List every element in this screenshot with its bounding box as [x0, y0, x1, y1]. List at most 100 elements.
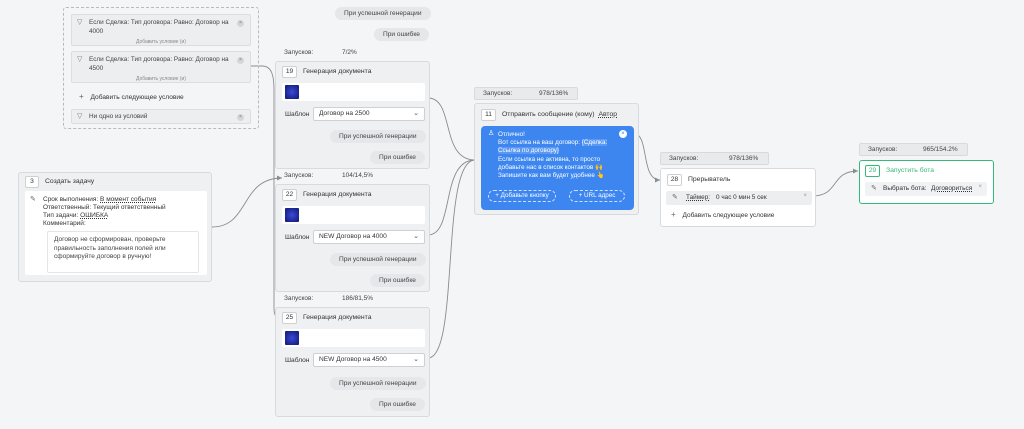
- doc-generation-card[interactable]: 19 Генерация документа Шаблон Договор на…: [275, 61, 430, 169]
- step-number: 28: [667, 174, 682, 186]
- on-error-button[interactable]: При ошибке: [370, 398, 425, 411]
- send-message-card[interactable]: 11 Отправить сообщение (кому) Автор ♙ От…: [474, 103, 639, 215]
- runs-label: Запусков:: [284, 172, 314, 179]
- add-next-condition-button[interactable]: + Добавить следующее условие: [79, 92, 184, 101]
- condition-none[interactable]: ▽ Ни одно из условий ×: [71, 109, 251, 124]
- deadline-value[interactable]: В момент события: [100, 196, 157, 203]
- runs-label: Запусков:: [284, 295, 314, 302]
- condition-item[interactable]: ▽ Если Сделка: Тип договора: Равно: Дого…: [71, 51, 251, 83]
- card-title: Генерация документа: [303, 314, 372, 321]
- step-number: 22: [282, 189, 297, 201]
- add-button-button[interactable]: + Добавьте кнопку: [488, 190, 556, 202]
- comment-textarea[interactable]: Договор не сформирован, проверьте правил…: [47, 231, 199, 273]
- step-number: 11: [481, 109, 496, 121]
- close-icon[interactable]: ×: [978, 184, 982, 190]
- timer-label: Таймер:: [686, 194, 711, 201]
- pencil-icon[interactable]: ✎: [871, 185, 877, 192]
- message-line: Запишите как вам будет удобнее 👆: [498, 172, 605, 180]
- runs-counter: Запусков: 978/136%: [660, 152, 769, 165]
- message-bubble[interactable]: ♙ Отлично! Вот ссылка на ваш договор: {С…: [481, 126, 634, 210]
- add-and-condition-link[interactable]: Добавить условие (и): [136, 76, 186, 82]
- filter-icon: ▽: [77, 19, 83, 26]
- doc-generation-card[interactable]: 22 Генерация документа Шаблон NEW Догово…: [275, 184, 430, 292]
- launch-bot-card[interactable]: 29 Запустить бота ✎ Выбрать бота: Догово…: [859, 160, 994, 204]
- on-success-button[interactable]: При успешной генерации: [330, 377, 426, 390]
- add-next-condition-label: Добавить следующее условие: [682, 212, 775, 219]
- template-select[interactable]: NEW Договор на 4500 ⌄: [313, 353, 425, 367]
- message-line: Вот ссылка на ваш договор:: [498, 139, 581, 147]
- condition-text: Если Сделка: Тип договора: Равно: Догово…: [89, 56, 229, 72]
- add-and-condition-link[interactable]: Добавить условие (и): [136, 39, 186, 45]
- document-thumbnail[interactable]: [285, 85, 299, 99]
- template-label: Шаблон: [285, 357, 310, 364]
- runs-counter: Запусков: 978/136%: [474, 87, 578, 100]
- responsible-text: Ответственный: Текущий ответственный: [43, 204, 166, 211]
- template-label: Шаблон: [285, 234, 310, 241]
- chevron-down-icon: ⌄: [413, 233, 419, 240]
- message-line: Если ссылка не активна, то просто добавь…: [498, 155, 603, 171]
- document-thumbnail[interactable]: [285, 331, 299, 345]
- doc-preview: [282, 206, 425, 224]
- close-icon[interactable]: ×: [237, 20, 244, 27]
- runs-value: 978/136%: [539, 90, 569, 97]
- close-icon[interactable]: ×: [237, 114, 244, 121]
- task-type-value[interactable]: ОШИБКА: [80, 212, 109, 219]
- card-title: Отправить сообщение (кому) Автор: [502, 111, 617, 118]
- add-next-condition-button[interactable]: + Добавить следующее условие: [671, 210, 774, 219]
- add-url-button[interactable]: + URL адрес: [569, 190, 625, 202]
- on-error-button[interactable]: При ошибке: [374, 28, 429, 41]
- close-icon[interactable]: ×: [803, 193, 807, 199]
- on-success-button[interactable]: При успешной генерации: [330, 130, 426, 143]
- message-line: Отлично!: [498, 131, 525, 138]
- step-number: 3: [25, 176, 39, 188]
- pencil-icon[interactable]: ✎: [672, 194, 678, 201]
- on-error-button[interactable]: При ошибке: [370, 274, 425, 287]
- card-title-text: Отправить сообщение (кому): [502, 111, 595, 118]
- runs-value: 978/136%: [729, 155, 759, 162]
- on-error-button[interactable]: При ошибке: [370, 151, 425, 164]
- create-task-card[interactable]: 3 Создать задачу ✎ Срок выполнения: В мо…: [18, 172, 212, 282]
- document-thumbnail[interactable]: [285, 208, 299, 222]
- choose-bot-label: Выбрать бота:: [883, 185, 927, 192]
- condition-none-label: Ни одно из условий: [89, 113, 148, 120]
- runs-label: Запусков:: [483, 90, 513, 97]
- card-title: Прерыватель: [688, 176, 731, 183]
- filter-icon: ▽: [77, 56, 83, 63]
- runs-value: 7/2%: [342, 49, 357, 56]
- runs-value: 104/14,5%: [342, 172, 374, 179]
- recipient-value[interactable]: Автор: [598, 111, 618, 118]
- filter-icon: ▽: [77, 113, 83, 120]
- doc-preview: [282, 83, 425, 101]
- on-success-button[interactable]: При успешной генерации: [335, 7, 431, 20]
- conditions-panel: ▽ Если Сделка: Тип договора: Равно: Дого…: [63, 7, 259, 129]
- card-title: Генерация документа: [303, 68, 372, 75]
- doc-generation-card[interactable]: 25 Генерация документа Шаблон NEW Догово…: [275, 307, 430, 417]
- plus-icon: +: [79, 92, 84, 101]
- runs-label: Запусков:: [868, 146, 898, 153]
- breaker-card[interactable]: 28 Прерыватель ✎ Таймер: 0 час 0 мин 5 с…: [660, 168, 816, 227]
- step-number: 29: [865, 165, 880, 177]
- card-title: Генерация документа: [303, 191, 372, 198]
- template-value: Договор на 2500: [319, 110, 370, 117]
- task-type-label: Тип задачи:: [43, 212, 79, 219]
- condition-item[interactable]: ▽ Если Сделка: Тип договора: Равно: Дого…: [71, 14, 251, 46]
- choose-bot-value[interactable]: Договориться: [931, 185, 973, 192]
- doc-preview: [282, 329, 425, 347]
- bot-select-row[interactable]: ✎ Выбрать бота: Договориться ×: [865, 182, 987, 196]
- chevron-down-icon: ⌄: [413, 356, 419, 363]
- template-select[interactable]: Договор на 2500 ⌄: [313, 107, 425, 121]
- timer-value: 0 час 0 мин 5 сек: [716, 194, 767, 201]
- on-success-button[interactable]: При успешной генерации: [330, 253, 426, 266]
- close-icon[interactable]: ×: [237, 57, 244, 64]
- task-details: ✎ Срок выполнения: В момент события Отве…: [25, 191, 207, 275]
- runs-label: Запусков:: [669, 155, 699, 162]
- timer-row[interactable]: ✎ Таймер: 0 час 0 мин 5 сек ×: [666, 191, 812, 205]
- card-title: Запустить бота: [886, 167, 935, 174]
- template-label: Шаблон: [285, 111, 310, 118]
- runs-value: 186/81,5%: [342, 295, 374, 302]
- pencil-icon[interactable]: ✎: [30, 196, 36, 203]
- template-select[interactable]: NEW Договор на 4000 ⌄: [313, 230, 425, 244]
- condition-text: Если Сделка: Тип договора: Равно: Догово…: [89, 19, 229, 35]
- runs-label: Запусков:: [284, 49, 314, 56]
- close-icon[interactable]: ×: [619, 130, 627, 138]
